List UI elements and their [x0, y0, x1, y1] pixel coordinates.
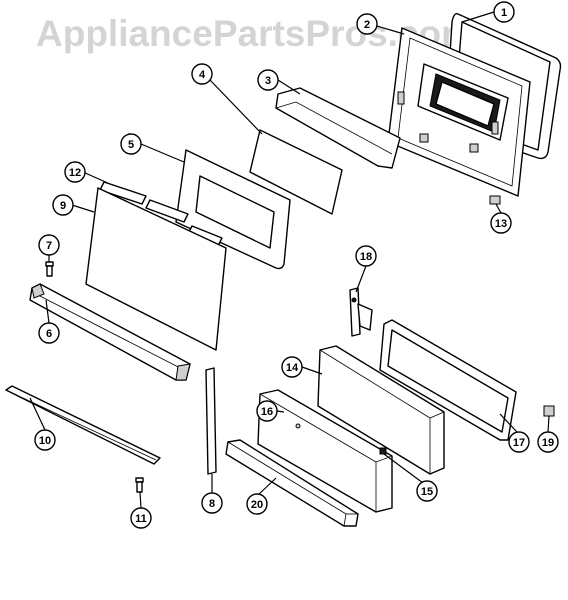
callout-20: 20: [246, 493, 268, 515]
callout-label: 19: [542, 437, 554, 449]
callout-label: 8: [209, 498, 215, 510]
callout-17: 17: [508, 431, 530, 453]
callout-18: 18: [355, 245, 377, 267]
callout-label: 15: [421, 486, 433, 498]
callout-label: 3: [265, 75, 271, 87]
callout-10: 10: [34, 429, 56, 451]
part-10-trim-strip: [5, 385, 161, 465]
callout-8: 8: [201, 492, 223, 514]
callout-19: 19: [537, 431, 559, 453]
callout-label: 12: [69, 167, 81, 179]
part-20-bottom-trim: [225, 439, 359, 527]
callout-label: 20: [251, 499, 263, 511]
callout-1: 1: [493, 1, 515, 23]
part-13-clip: [489, 195, 501, 205]
part-8-vertical-trim: [205, 367, 217, 475]
callout-11: 11: [130, 507, 152, 529]
callout-label: 10: [39, 435, 51, 447]
callout-2: 2: [356, 13, 378, 35]
callout-label: 6: [46, 328, 52, 340]
callout-4: 4: [191, 63, 213, 85]
part-6-door-handle: [29, 283, 191, 381]
callout-7: 7: [38, 234, 60, 256]
part-11-screw: [135, 477, 144, 493]
callout-label: 5: [128, 139, 134, 151]
callout-label: 1: [501, 7, 507, 19]
part-7-screw: [45, 261, 54, 277]
callout-label: 7: [46, 240, 52, 252]
callout-label: 9: [60, 200, 66, 212]
callout-label: 4: [199, 69, 206, 81]
part-4-window-glass: [249, 129, 343, 215]
callout-13: 13: [490, 212, 512, 234]
part-15-screw: [379, 447, 387, 455]
callout-5: 5: [120, 133, 142, 155]
part-19-clip: [543, 405, 555, 417]
leader-lines: [29, 11, 550, 509]
part-16-drawer-front: [257, 389, 393, 513]
callout-3: 3: [257, 69, 279, 91]
part-9-outer-door-panel: [85, 187, 227, 351]
part-12-glass-strip: [99, 181, 223, 247]
part-5-door-frame: [175, 149, 291, 270]
callout-12: 12: [64, 161, 86, 183]
part-14-drawer-panel: [317, 345, 445, 475]
callout-label: 11: [135, 513, 147, 525]
callout-9: 9: [52, 194, 74, 216]
part-18-hinge-bracket: [349, 287, 373, 337]
part-2-inner-door: [387, 27, 531, 197]
callout-label: 2: [364, 19, 370, 31]
callout-label: 17: [513, 437, 525, 449]
callout-16: 16: [256, 400, 278, 422]
callout-label: 14: [286, 362, 299, 374]
callout-6: 6: [38, 322, 60, 344]
callout-label: 18: [360, 251, 372, 263]
part-17-drawer-liner: [379, 319, 517, 441]
part-3-vent-channel: [275, 87, 401, 169]
callout-14: 14: [281, 356, 303, 378]
callout-label: 16: [261, 406, 273, 418]
callout-label: 13: [495, 218, 507, 230]
callout-15: 15: [416, 480, 438, 502]
